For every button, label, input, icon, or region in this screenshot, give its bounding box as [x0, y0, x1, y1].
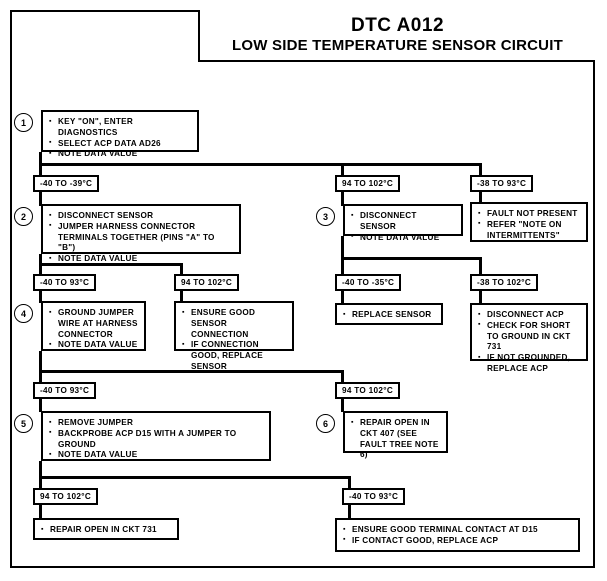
connector-to-range-4-left: [39, 370, 42, 383]
step-number-3: 3: [316, 207, 335, 226]
step-5-line: NOTE DATA VALUE: [49, 450, 263, 461]
range-label-4-right: 94 TO 102°C: [335, 382, 401, 399]
step-2-line: JUMPER HARNESS CONNECTOR TERMINALS TOGET…: [49, 221, 233, 254]
connector-range4left-down: [39, 399, 42, 412]
connector-to-range-5-right: [348, 476, 351, 489]
connector-range1right-down: [479, 192, 482, 202]
range-label-3-left: -40 TO -35°C: [335, 274, 402, 291]
connector-to-range-3-left: [341, 257, 344, 274]
terminal-intermittent-line: REFER "NOTE ON INTERMITTENTS": [478, 219, 580, 242]
range-label-2-left: -40 TO 93°C: [33, 274, 97, 291]
connector-bus-1: [39, 163, 482, 166]
connector-range1left-down: [39, 192, 42, 206]
terminal-d15-line: ENSURE GOOD TERMINAL CONTACT AT D15: [343, 525, 572, 536]
connector-to-range-3-right: [479, 257, 482, 274]
step-2-line: NOTE DATA VALUE: [49, 254, 233, 265]
terminal-box-terminal-d15: ENSURE GOOD TERMINAL CONTACT AT D15 IF C…: [335, 518, 580, 552]
terminal-acp-short-line: CHECK FOR SHORT TO GROUND IN CKT 731: [478, 320, 580, 353]
dtc-code: DTC A012: [350, 14, 445, 36]
terminal-d15-line: IF CONTACT GOOD, REPLACE ACP: [343, 535, 572, 547]
connector-step5-down: [39, 461, 42, 479]
connector-range4right-down: [341, 399, 344, 412]
step-number-2: 2: [14, 207, 33, 226]
connector-step1-down: [39, 152, 42, 166]
terminal-box-sensor-connection: ENSURE GOOD SENSOR CONNECTION IF CONNECT…: [174, 301, 294, 371]
connector-to-range-2-right: [180, 263, 183, 275]
step-box-4: GROUND JUMPER WIRE AT HARNESS CONNECTOR …: [41, 301, 146, 351]
terminal-acp-short-line: IF NOT GROUNDED, REPLACE ACP: [478, 353, 580, 375]
step-3-line: NOTE DATA VALUE: [351, 232, 455, 244]
connector-range5right-down: [348, 505, 351, 519]
title-block: DTC A012 LOW SIDE TEMPERATURE SENSOR CIR…: [198, 10, 595, 62]
connector-to-range-2-left: [39, 263, 42, 275]
connector-bus-3: [341, 257, 482, 260]
terminal-box-intermittent: FAULT NOT PRESENT REFER "NOTE ON INTERMI…: [470, 202, 588, 242]
range-label-1-right: -38 TO 93°C: [470, 175, 534, 192]
dtc-title: LOW SIDE TEMPERATURE SENSOR CIRCUIT: [232, 36, 563, 54]
connector-range2right-down: [180, 291, 183, 303]
terminal-box-replace-sensor: REPLACE SENSOR: [335, 303, 443, 325]
step-box-6: REPAIR OPEN IN CKT 407 (SEE FAULT TREE N…: [343, 411, 448, 459]
connector-range3right-down: [479, 291, 482, 303]
range-label-1-left: -40 TO -39°C: [33, 175, 100, 192]
connector-range3left-down: [341, 291, 344, 303]
connector-range1mid-down: [341, 192, 344, 206]
range-label-2-right: 94 TO 102°C: [174, 274, 240, 291]
step-1-line: NOTE DATA VALUE: [49, 149, 191, 160]
range-label-3-right: -38 TO 102°C: [470, 274, 539, 291]
connector-to-range-1-right: [479, 163, 482, 175]
step-1-line: KEY "ON", ENTER DIAGNOSTICS: [49, 117, 191, 139]
step-6-line: REPAIR OPEN IN CKT 407 (SEE FAULT TREE N…: [351, 417, 440, 461]
connector-to-range-1-mid: [341, 163, 344, 175]
step-number-1: 1: [14, 113, 33, 132]
step-number-5: 5: [14, 414, 33, 433]
connector-to-range-4-right: [341, 370, 344, 383]
connector-step2-down: [39, 254, 42, 266]
terminal-acp-short-line: DISCONNECT ACP: [478, 310, 580, 321]
terminal-sensor-connection-line: IF CONNECTION GOOD, REPLACE SENSOR: [182, 340, 286, 372]
step-5-line: REMOVE JUMPER: [49, 418, 263, 429]
step-4-line: NOTE DATA VALUE: [49, 340, 138, 351]
step-number-4: 4: [14, 304, 33, 323]
connector-step4-down: [39, 351, 42, 373]
terminal-repair-731-line: REPAIR OPEN IN CKT 731: [41, 525, 171, 536]
terminal-replace-sensor-line: REPLACE SENSOR: [343, 310, 435, 321]
step-2-line: DISCONNECT SENSOR: [49, 211, 233, 222]
step-4-line: GROUND JUMPER WIRE AT HARNESS CONNECTOR: [49, 307, 138, 340]
connector-range2left-down: [39, 291, 42, 303]
range-label-5-right: -40 TO 93°C: [342, 488, 406, 505]
connector-to-range-1-left: [39, 163, 42, 175]
connector-to-range-5-left: [39, 476, 42, 489]
step-box-3: DISCONNECT SENSOR NOTE DATA VALUE: [343, 204, 463, 242]
range-label-1-mid: 94 TO 102°C: [335, 175, 401, 192]
terminal-sensor-connection-line: ENSURE GOOD SENSOR CONNECTION: [182, 307, 286, 340]
range-label-4-left: -40 TO 93°C: [33, 382, 97, 399]
step-box-2: DISCONNECT SENSOR JUMPER HARNESS CONNECT…: [41, 204, 241, 263]
terminal-intermittent-line: FAULT NOT PRESENT: [478, 209, 580, 220]
step-3-line: DISCONNECT SENSOR: [351, 211, 455, 233]
step-number-6: 6: [316, 414, 335, 433]
connector-step3-down: [341, 236, 344, 260]
terminal-box-repair-731: REPAIR OPEN IN CKT 731: [33, 518, 179, 540]
step-box-1: KEY "ON", ENTER DIAGNOSTICS SELECT ACP D…: [41, 110, 199, 158]
connector-range5left-down: [39, 505, 42, 519]
step-1-line: SELECT ACP DATA AD26: [49, 138, 191, 150]
range-label-5-left: 94 TO 102°C: [33, 488, 99, 505]
terminal-box-acp-short: DISCONNECT ACP CHECK FOR SHORT TO GROUND…: [470, 303, 588, 373]
connector-bus-5: [39, 476, 351, 479]
step-box-5: REMOVE JUMPER BACKPROBE ACP D15 WITH A J…: [41, 411, 271, 461]
step-5-line: BACKPROBE ACP D15 WITH A JUMPER TO GROUN…: [49, 428, 263, 451]
